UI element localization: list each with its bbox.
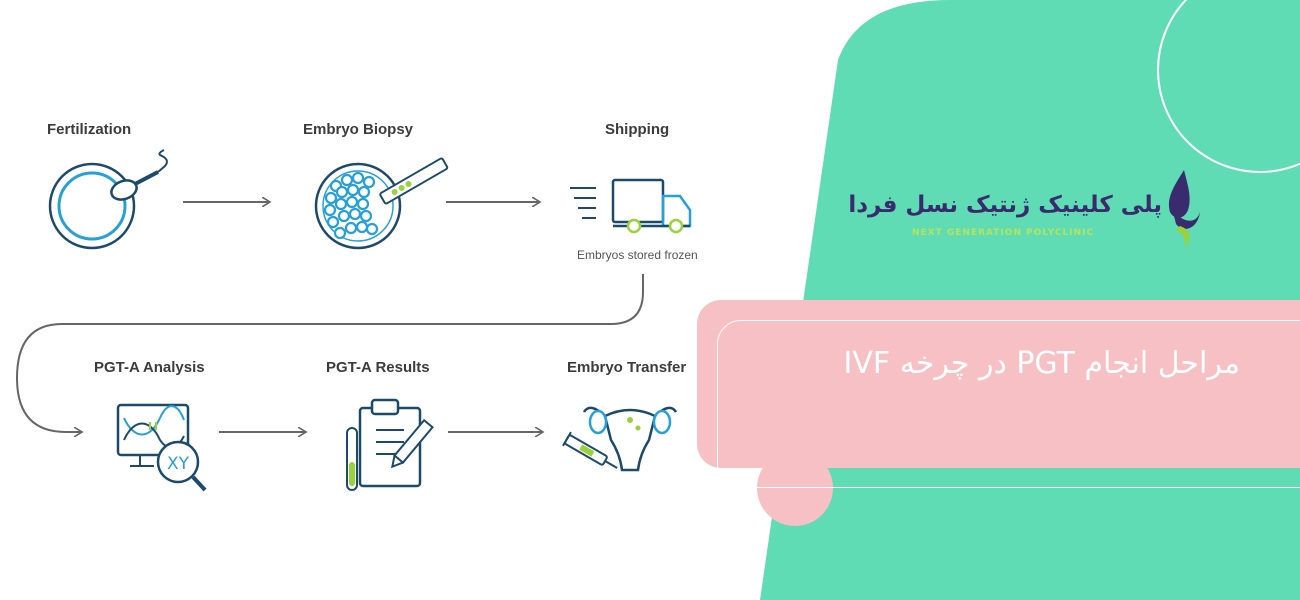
shipping-truck-icon bbox=[570, 178, 692, 234]
brand-name-persian: پلی کلینیک ژنتیک نسل فردا bbox=[848, 192, 1162, 218]
title-banner bbox=[697, 300, 1300, 468]
brand-name-english: NEXT GENERATION POLYCLINIC bbox=[912, 228, 1095, 238]
dna-analysis-icon: XY bbox=[116, 403, 207, 492]
fertilization-icon bbox=[48, 149, 168, 250]
svg-text:XY: XY bbox=[167, 454, 190, 474]
step-label-pgt-a-results: PGT-A Results bbox=[326, 359, 430, 376]
embryo-biopsy-icon bbox=[314, 157, 449, 250]
step-label-shipping: Shipping bbox=[605, 121, 670, 138]
step-label-fertilization: Fertilization bbox=[47, 121, 132, 138]
pink-circle bbox=[757, 450, 833, 526]
process-diagram: XY bbox=[15, 149, 692, 492]
step-label-embryo-biopsy: Embryo Biopsy bbox=[303, 121, 414, 138]
step-label-pgt-a-analysis: PGT-A Analysis bbox=[94, 359, 205, 376]
shipping-note: Embryos stored frozen bbox=[577, 248, 698, 262]
banner-title: مراحل انجام PGT در چرخه IVF bbox=[843, 346, 1240, 381]
step-label-embryo-transfer: Embryo Transfer bbox=[567, 359, 687, 376]
uterus-transfer-icon bbox=[562, 406, 678, 472]
top-right-circle bbox=[1157, 0, 1300, 173]
clinic-logo-icon bbox=[1168, 170, 1200, 248]
arrow-shipping-to-analysis bbox=[15, 274, 644, 432]
clipboard-results-icon bbox=[346, 398, 434, 491]
title-banner-outline bbox=[717, 320, 1300, 488]
